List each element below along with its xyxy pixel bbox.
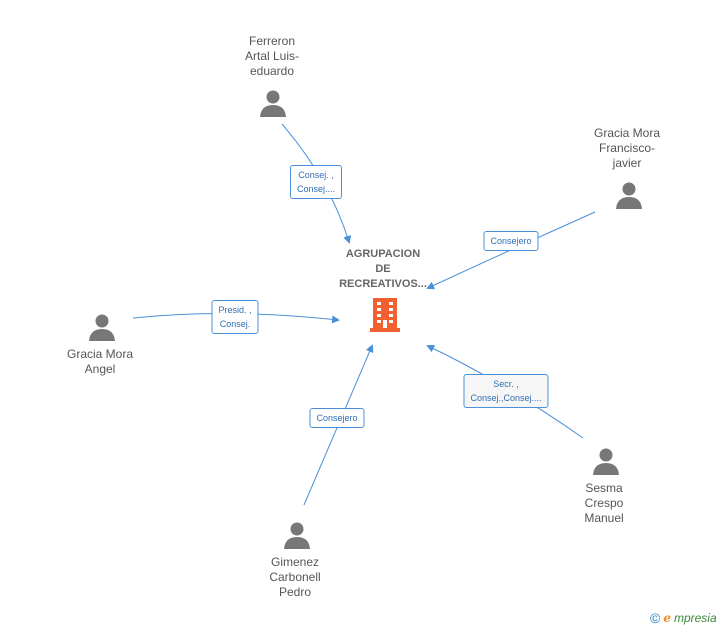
role-box-pedro[interactable]: Consejero [309,408,365,428]
brand-name: mpresia [673,611,717,625]
role-box-francisco[interactable]: Consejero [483,231,539,251]
role-box-manuel[interactable]: Secr. , Consej.,Consej.... [463,374,549,408]
copyright-icon: © [650,610,661,626]
building-icon [370,298,400,332]
person-name-manuel[interactable]: Sesma Crespo Manuel [584,481,624,525]
company-name[interactable]: AGRUPACION DE RECREATIVOS... [339,248,427,290]
role-box-angel[interactable]: Presid. , Consej. [211,300,259,334]
person-icon [260,90,286,117]
person-name-francisco[interactable]: Gracia Mora Francisco- javier [593,126,661,170]
person-icon [616,182,642,209]
person-name-angel[interactable]: Gracia Mora Angel [66,347,134,376]
person-name-pedro[interactable]: Gimenez Carbonell Pedro [269,555,321,599]
person-icon [284,522,310,549]
brand-initial: e [663,611,671,625]
person-icon [593,448,619,475]
person-icon [89,314,115,341]
role-box-ferreron[interactable]: Consej. , Consej.... [289,165,343,199]
person-name-ferreron[interactable]: Ferreron Artal Luis- eduardo [244,34,300,78]
